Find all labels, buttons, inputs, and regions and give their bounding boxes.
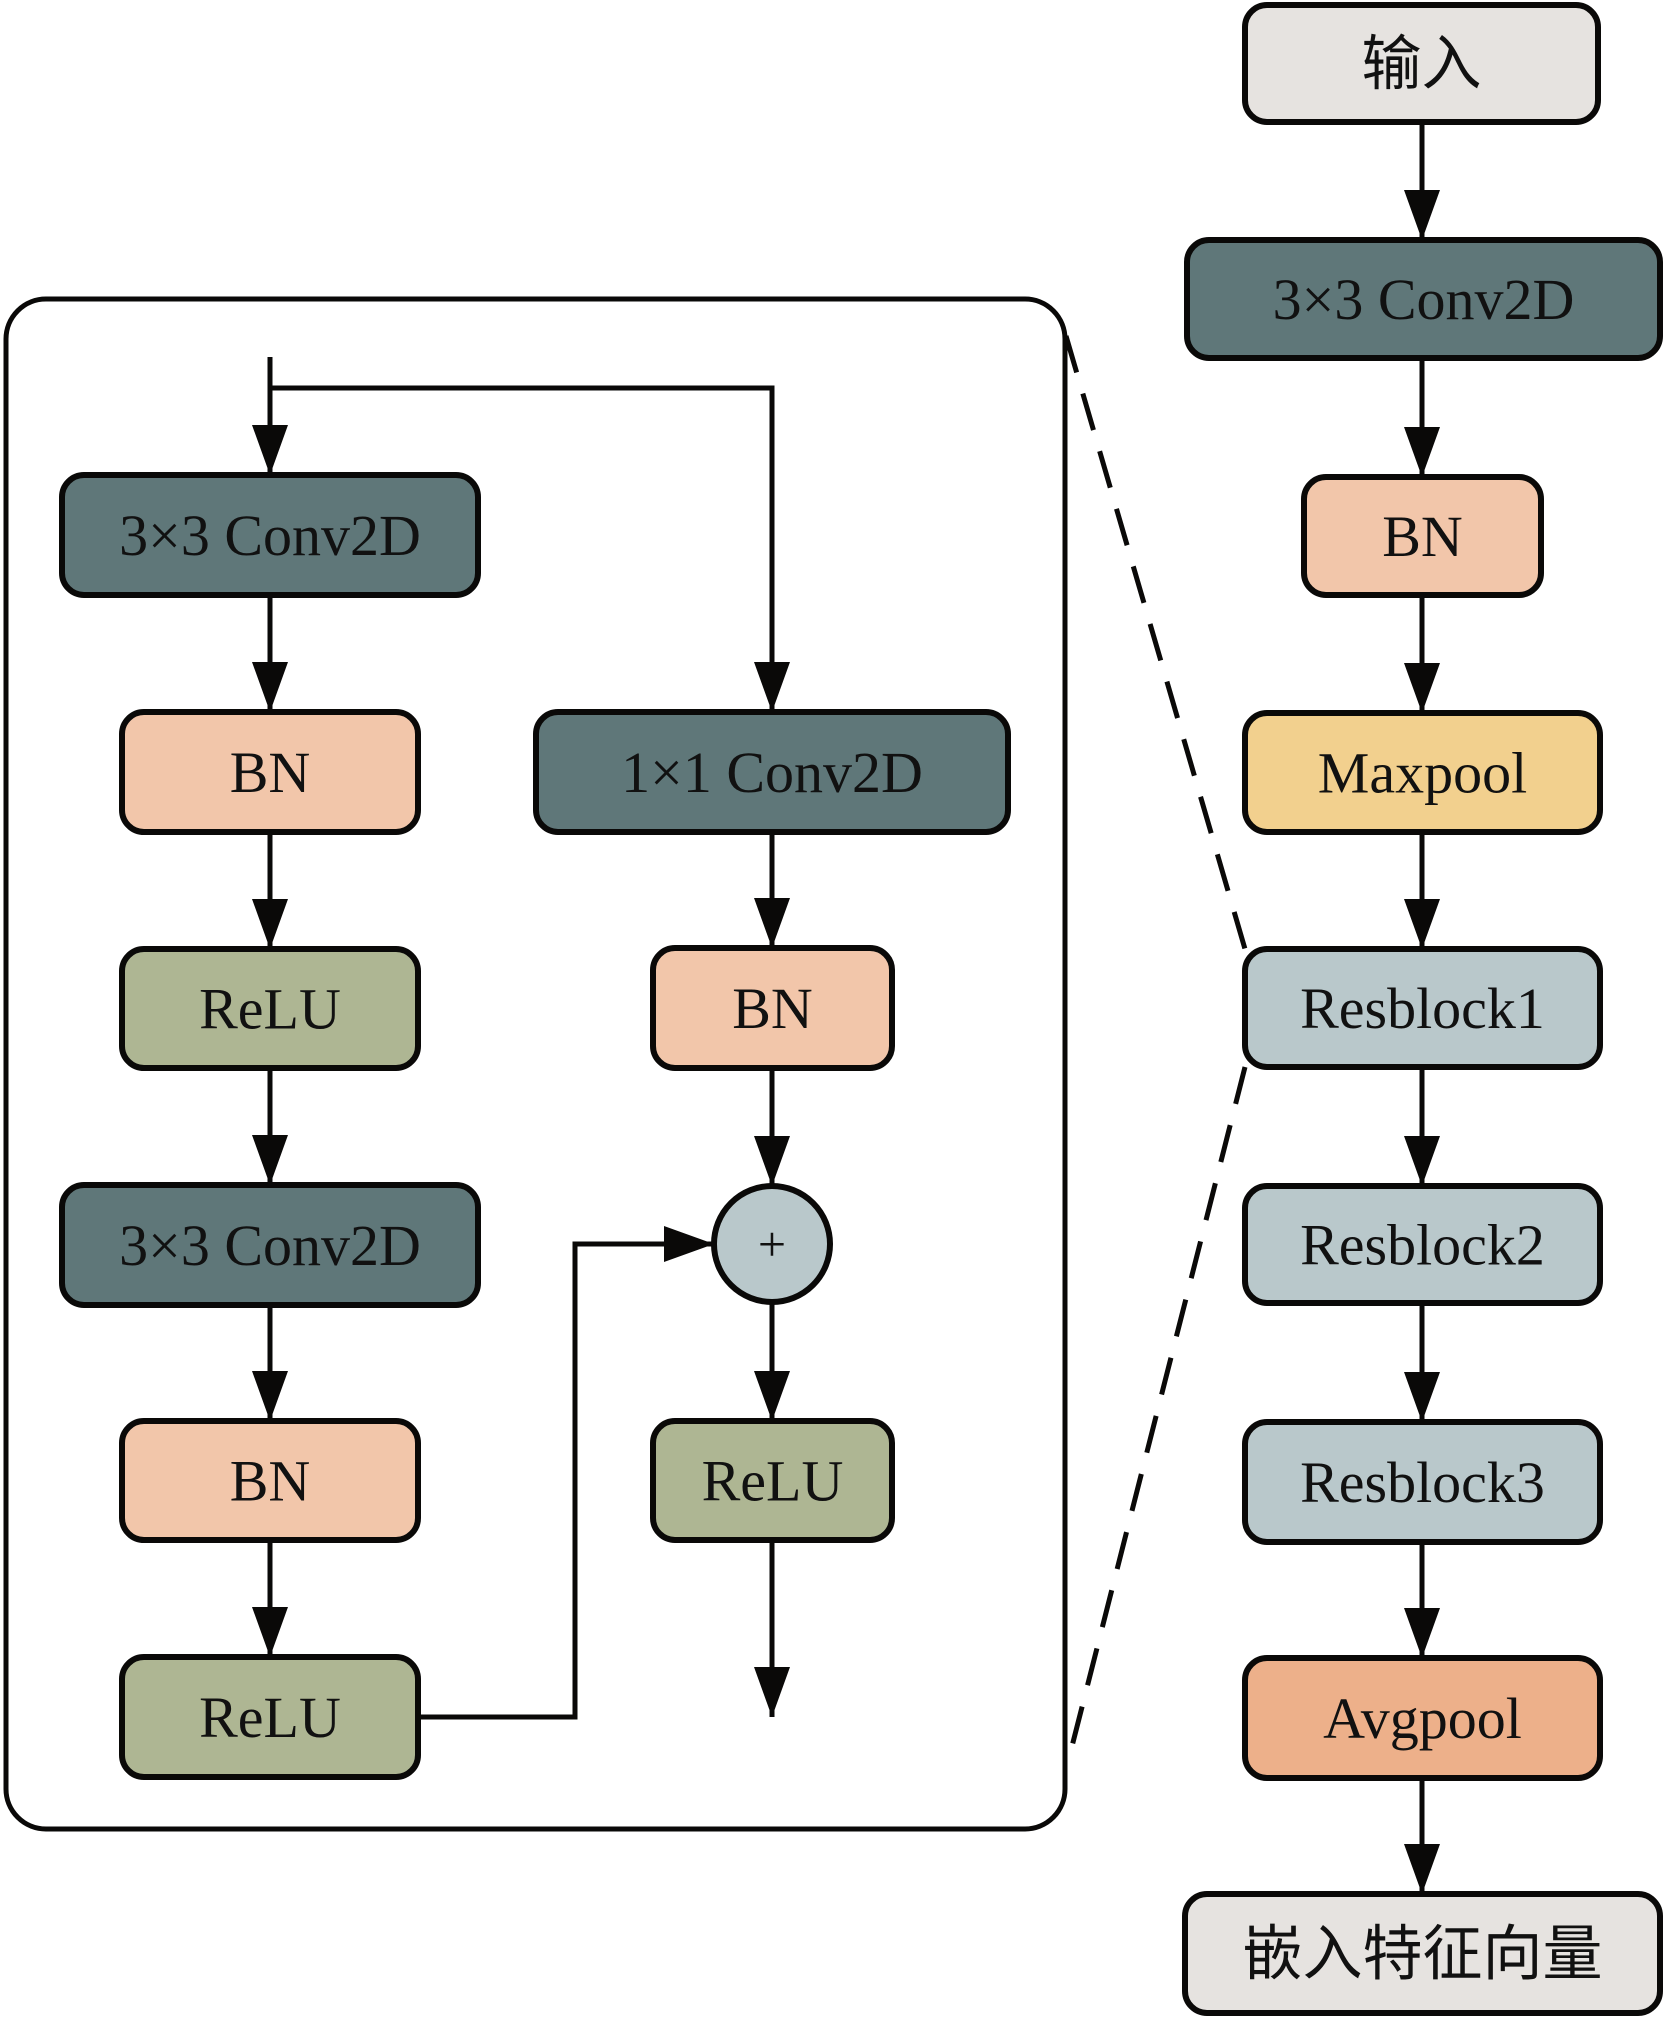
net-embedding-label: 嵌入特征向量 bbox=[1243, 1920, 1603, 1990]
net-resblock3-box bbox=[1242, 1419, 1603, 1545]
block-relu-a-label: ReLU bbox=[199, 977, 341, 1042]
edge-relu-b-add-arrowhead bbox=[664, 1226, 714, 1262]
nodes: 3×3 Conv2D BN ReLU 3×3 Conv2D BN ReLU 1×1 Conv… bbox=[59, 2, 1663, 2016]
net-bn-box bbox=[1301, 474, 1544, 598]
net-conv3x3-box bbox=[1184, 237, 1663, 361]
net-embedding: 嵌入特征向量 bbox=[1182, 1891, 1663, 2016]
block-bn-a-label: BN bbox=[230, 740, 311, 805]
net-avgpool-box bbox=[1242, 1655, 1603, 1781]
edge-resblock1-resblock2-arrowhead bbox=[1404, 1136, 1440, 1186]
edge-add-relu-out-arrowhead bbox=[754, 1371, 790, 1421]
edge-conv-a-bn-a-arrowhead bbox=[252, 662, 288, 712]
net-resblock3-label: Resblock3 bbox=[1300, 1450, 1545, 1515]
block-bn-s-box bbox=[650, 945, 895, 1071]
net-avgpool-label: Avgpool bbox=[1323, 1686, 1522, 1751]
edge-resblock3-avgpool-arrowhead bbox=[1404, 1608, 1440, 1658]
block-relu-b-label: ReLU bbox=[199, 1685, 341, 1750]
net-resblock2-box bbox=[1242, 1183, 1603, 1306]
zoom-line-top bbox=[1063, 335, 1248, 950]
block-output-line-arrowhead bbox=[754, 1667, 790, 1717]
net-resblock2: Resblock2 bbox=[1242, 1183, 1603, 1306]
net-resblock1: Resblock1 bbox=[1242, 946, 1603, 1070]
block-relu-b-box bbox=[119, 1654, 421, 1780]
edge-bn-a-relu-a-arrowhead bbox=[252, 899, 288, 949]
block-shortcut-split bbox=[270, 385, 775, 712]
edge-conv1x1-bn-s-arrowhead bbox=[754, 898, 790, 948]
block-bn-b: BN bbox=[119, 1418, 421, 1543]
block-conv3x3-a-box bbox=[59, 472, 481, 598]
block-bn-b-box bbox=[119, 1418, 421, 1543]
block-relu-out-box bbox=[650, 1418, 895, 1543]
block-conv3x3-a: 3×3 Conv2D bbox=[59, 472, 481, 598]
block-relu-a-box bbox=[119, 946, 421, 1071]
block-conv3x3-b-label: 3×3 Conv2D bbox=[119, 1213, 421, 1278]
block-conv1x1-label: 1×1 Conv2D bbox=[621, 740, 923, 805]
edge-conv3x3-bn-arrowhead bbox=[1404, 427, 1440, 477]
block-input-line-arrowhead bbox=[252, 425, 288, 475]
edge-bn-b-relu-b-arrowhead bbox=[252, 1607, 288, 1657]
edge-input-conv3x3-arrowhead bbox=[1404, 190, 1440, 240]
block-conv1x1: 1×1 Conv2D bbox=[533, 709, 1011, 835]
add-circle bbox=[711, 1183, 833, 1305]
block-relu-out: ReLU bbox=[650, 1418, 895, 1543]
net-embedding-box bbox=[1182, 1891, 1663, 2016]
add-node: + bbox=[711, 1183, 833, 1305]
net-resblock1-box bbox=[1242, 946, 1603, 1070]
block-shortcut-split-arrowhead bbox=[754, 662, 790, 712]
edge-bn-s-add-arrowhead bbox=[754, 1136, 790, 1186]
net-input-box bbox=[1242, 2, 1601, 125]
block-relu-b: ReLU bbox=[119, 1654, 421, 1780]
block-bn-s: BN bbox=[650, 945, 895, 1071]
zoom-line-bottom bbox=[1065, 1066, 1248, 1763]
block-conv3x3-b: 3×3 Conv2D bbox=[59, 1182, 481, 1308]
net-maxpool: Maxpool bbox=[1242, 710, 1603, 835]
edge-relu-a-conv-b-arrowhead bbox=[252, 1135, 288, 1185]
block-conv1x1-box bbox=[533, 709, 1011, 835]
net-maxpool-box bbox=[1242, 710, 1603, 835]
net-bn-label: BN bbox=[1382, 504, 1463, 569]
resblock-detail-container bbox=[3, 296, 1068, 1832]
net-conv3x3: 3×3 Conv2D bbox=[1184, 237, 1663, 361]
net-avgpool: Avgpool bbox=[1242, 1655, 1603, 1781]
net-resblock1-label: Resblock1 bbox=[1300, 976, 1545, 1041]
net-conv3x3-label: 3×3 Conv2D bbox=[1273, 267, 1575, 332]
plus-icon: + bbox=[758, 1216, 786, 1272]
edge-bn-maxpool-arrowhead bbox=[1404, 663, 1440, 713]
net-maxpool-label: Maxpool bbox=[1318, 741, 1527, 806]
block-bn-a: BN bbox=[119, 709, 421, 835]
block-relu-a: ReLU bbox=[119, 946, 421, 1071]
edge-maxpool-resblock1-arrowhead bbox=[1404, 899, 1440, 949]
block-bn-a-box bbox=[119, 709, 421, 835]
edge-avgpool-embedding-arrowhead bbox=[1404, 1844, 1440, 1894]
block-conv3x3-a-label: 3×3 Conv2D bbox=[119, 503, 421, 568]
connectors bbox=[252, 122, 1440, 1894]
block-relu-out-label: ReLU bbox=[702, 1449, 844, 1514]
block-conv3x3-b-box bbox=[59, 1182, 481, 1308]
net-input: 输入 bbox=[1242, 2, 1601, 125]
net-resblock3: Resblock3 bbox=[1242, 1419, 1603, 1545]
block-bn-b-label: BN bbox=[230, 1449, 311, 1514]
net-resblock2-label: Resblock2 bbox=[1300, 1213, 1545, 1278]
edge-conv-b-bn-b-arrowhead bbox=[252, 1371, 288, 1421]
net-input-label: 输入 bbox=[1362, 30, 1482, 100]
block-bn-s-label: BN bbox=[732, 976, 813, 1041]
net-bn: BN bbox=[1301, 474, 1544, 598]
edge-resblock2-resblock3-arrowhead bbox=[1404, 1372, 1440, 1422]
edge-relu-b-add bbox=[418, 1241, 714, 1720]
